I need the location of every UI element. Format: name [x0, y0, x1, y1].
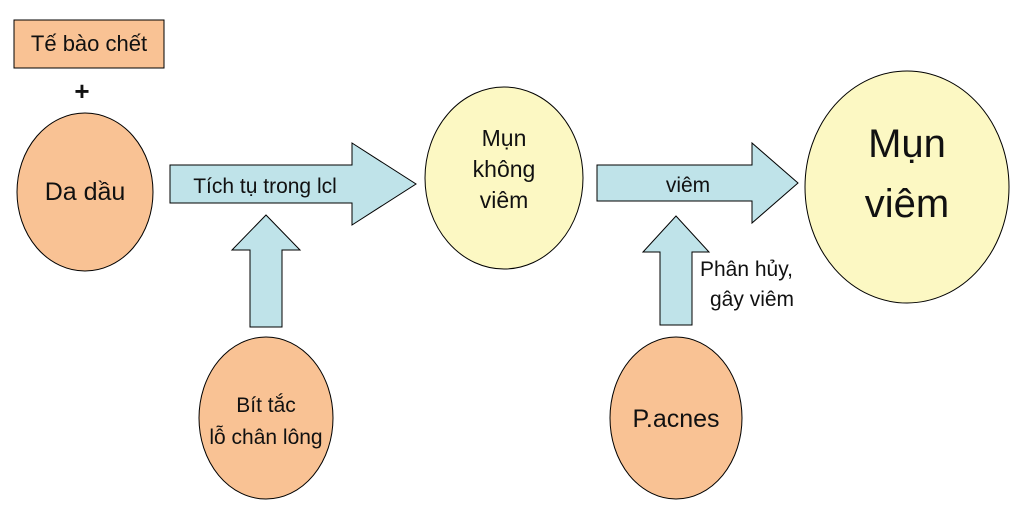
noninflamed-line2: không [473, 156, 536, 182]
noninflamed-line3: viêm [480, 187, 529, 213]
oily-skin-label: Da dầu [45, 178, 126, 206]
oily-skin-node: Da dầu [16, 112, 154, 272]
pore-blockage-line2: lỗ chân lông [209, 426, 322, 449]
p-acnes-up-arrow [641, 215, 711, 326]
pore-blockage-up-arrow [230, 214, 302, 328]
dead-cells-label: Tế bào chết [31, 31, 147, 56]
noninflamed-line1: Mụn [482, 125, 527, 151]
inflamed-acne-node: Mụn viêm [804, 70, 1010, 304]
decompose-line1: Phân hủy, [700, 258, 793, 281]
inflamed-acne-line1: Mụn [868, 122, 946, 166]
plus-sign: + [74, 76, 89, 106]
p-acnes-label: P.acnes [632, 405, 719, 433]
pore-blockage-node: Bít tắc lỗ chân lông [198, 336, 334, 500]
inflamed-arrow: viêm [596, 141, 799, 225]
decompose-line2: gây viêm [710, 288, 794, 311]
p-acnes-node: P.acnes [609, 336, 743, 500]
inflamed-acne-line2: viêm [865, 182, 949, 226]
pore-blockage-line1: Bít tắc [236, 394, 296, 417]
noninflamed-acne-node: Mụn không viêm [424, 86, 584, 270]
dead-cells-box: Tế bào chết [13, 19, 165, 69]
accumulate-arrow-label: Tích tụ trong lcl [193, 175, 337, 198]
accumulate-arrow: Tích tụ trong lcl [169, 142, 417, 226]
inflamed-arrow-label: viêm [666, 174, 710, 197]
